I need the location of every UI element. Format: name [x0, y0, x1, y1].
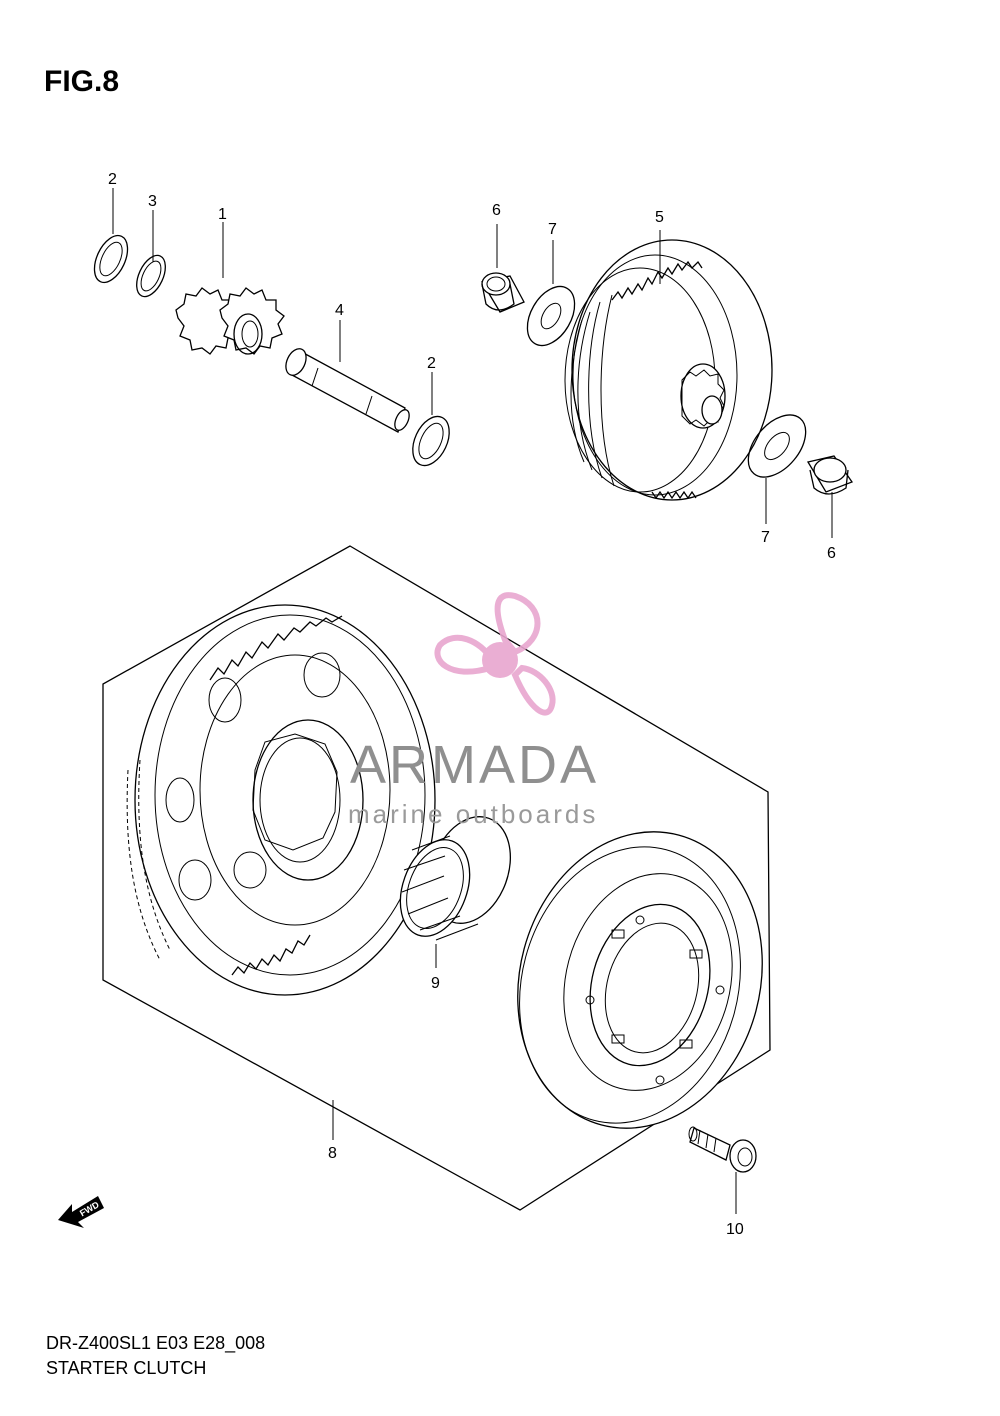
part-1-idle-gear [175, 222, 285, 355]
callout-8: 8 [328, 1145, 337, 1162]
part-2-washer-right [412, 372, 450, 467]
part-9-needle-bearing [399, 816, 512, 968]
callout-2-right: 2 [427, 355, 436, 372]
callout-1: 1 [218, 206, 227, 223]
callout-10: 10 [726, 1221, 744, 1238]
callout-5: 5 [655, 209, 664, 226]
section-title: STARTER CLUTCH [46, 1358, 206, 1378]
part-10-bolt [688, 1126, 757, 1214]
part-7-thrust-washer-bottom [747, 414, 807, 524]
callout-6-top: 6 [492, 202, 501, 219]
watermark-tagline: marine outboards [348, 799, 598, 829]
propeller-logo-icon [434, 592, 556, 716]
callout-4: 4 [335, 302, 344, 319]
watermark: ARMADA marine outboards [348, 592, 599, 829]
part-4-shaft [285, 320, 410, 433]
part-2-washer-left [93, 188, 129, 284]
part-5-starter-driven-gear [564, 230, 773, 501]
part-7-thrust-washer-top [526, 240, 576, 347]
part-6-bushing-bottom [806, 455, 854, 538]
part-8-one-way-clutch [517, 831, 763, 1129]
figure-title: FIG.8 [44, 65, 119, 98]
callout-6-bottom: 6 [827, 545, 836, 562]
callout-2-left: 2 [108, 171, 117, 188]
callout-9: 9 [431, 975, 440, 992]
model-code: DR-Z400SL1 E03 E28_008 [46, 1333, 265, 1354]
part-3-circlip [136, 210, 166, 298]
callout-7-bottom: 7 [761, 529, 770, 546]
callout-7-top: 7 [548, 221, 557, 238]
callout-3: 3 [148, 193, 157, 210]
part-6-bushing-top [480, 224, 525, 313]
forward-arrow-icon: FWD [58, 1196, 104, 1228]
part-8-starter-clutch-gear [126, 604, 436, 996]
part-8-assembly-boundary [102, 545, 771, 1211]
watermark-brand: ARMADA [350, 735, 599, 795]
